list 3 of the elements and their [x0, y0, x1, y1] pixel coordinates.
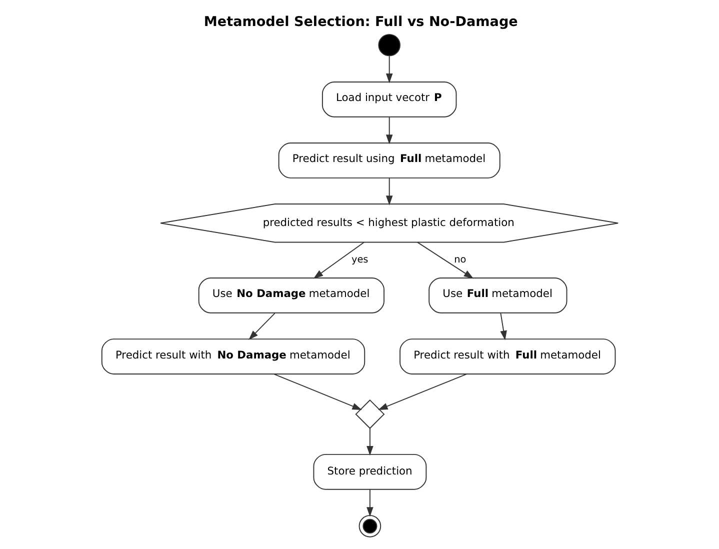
edge-label: yes [350, 254, 368, 266]
diagram-title: Metamodel Selection: Full vs No-Damage [203, 14, 518, 30]
edge-label: no [454, 254, 466, 266]
